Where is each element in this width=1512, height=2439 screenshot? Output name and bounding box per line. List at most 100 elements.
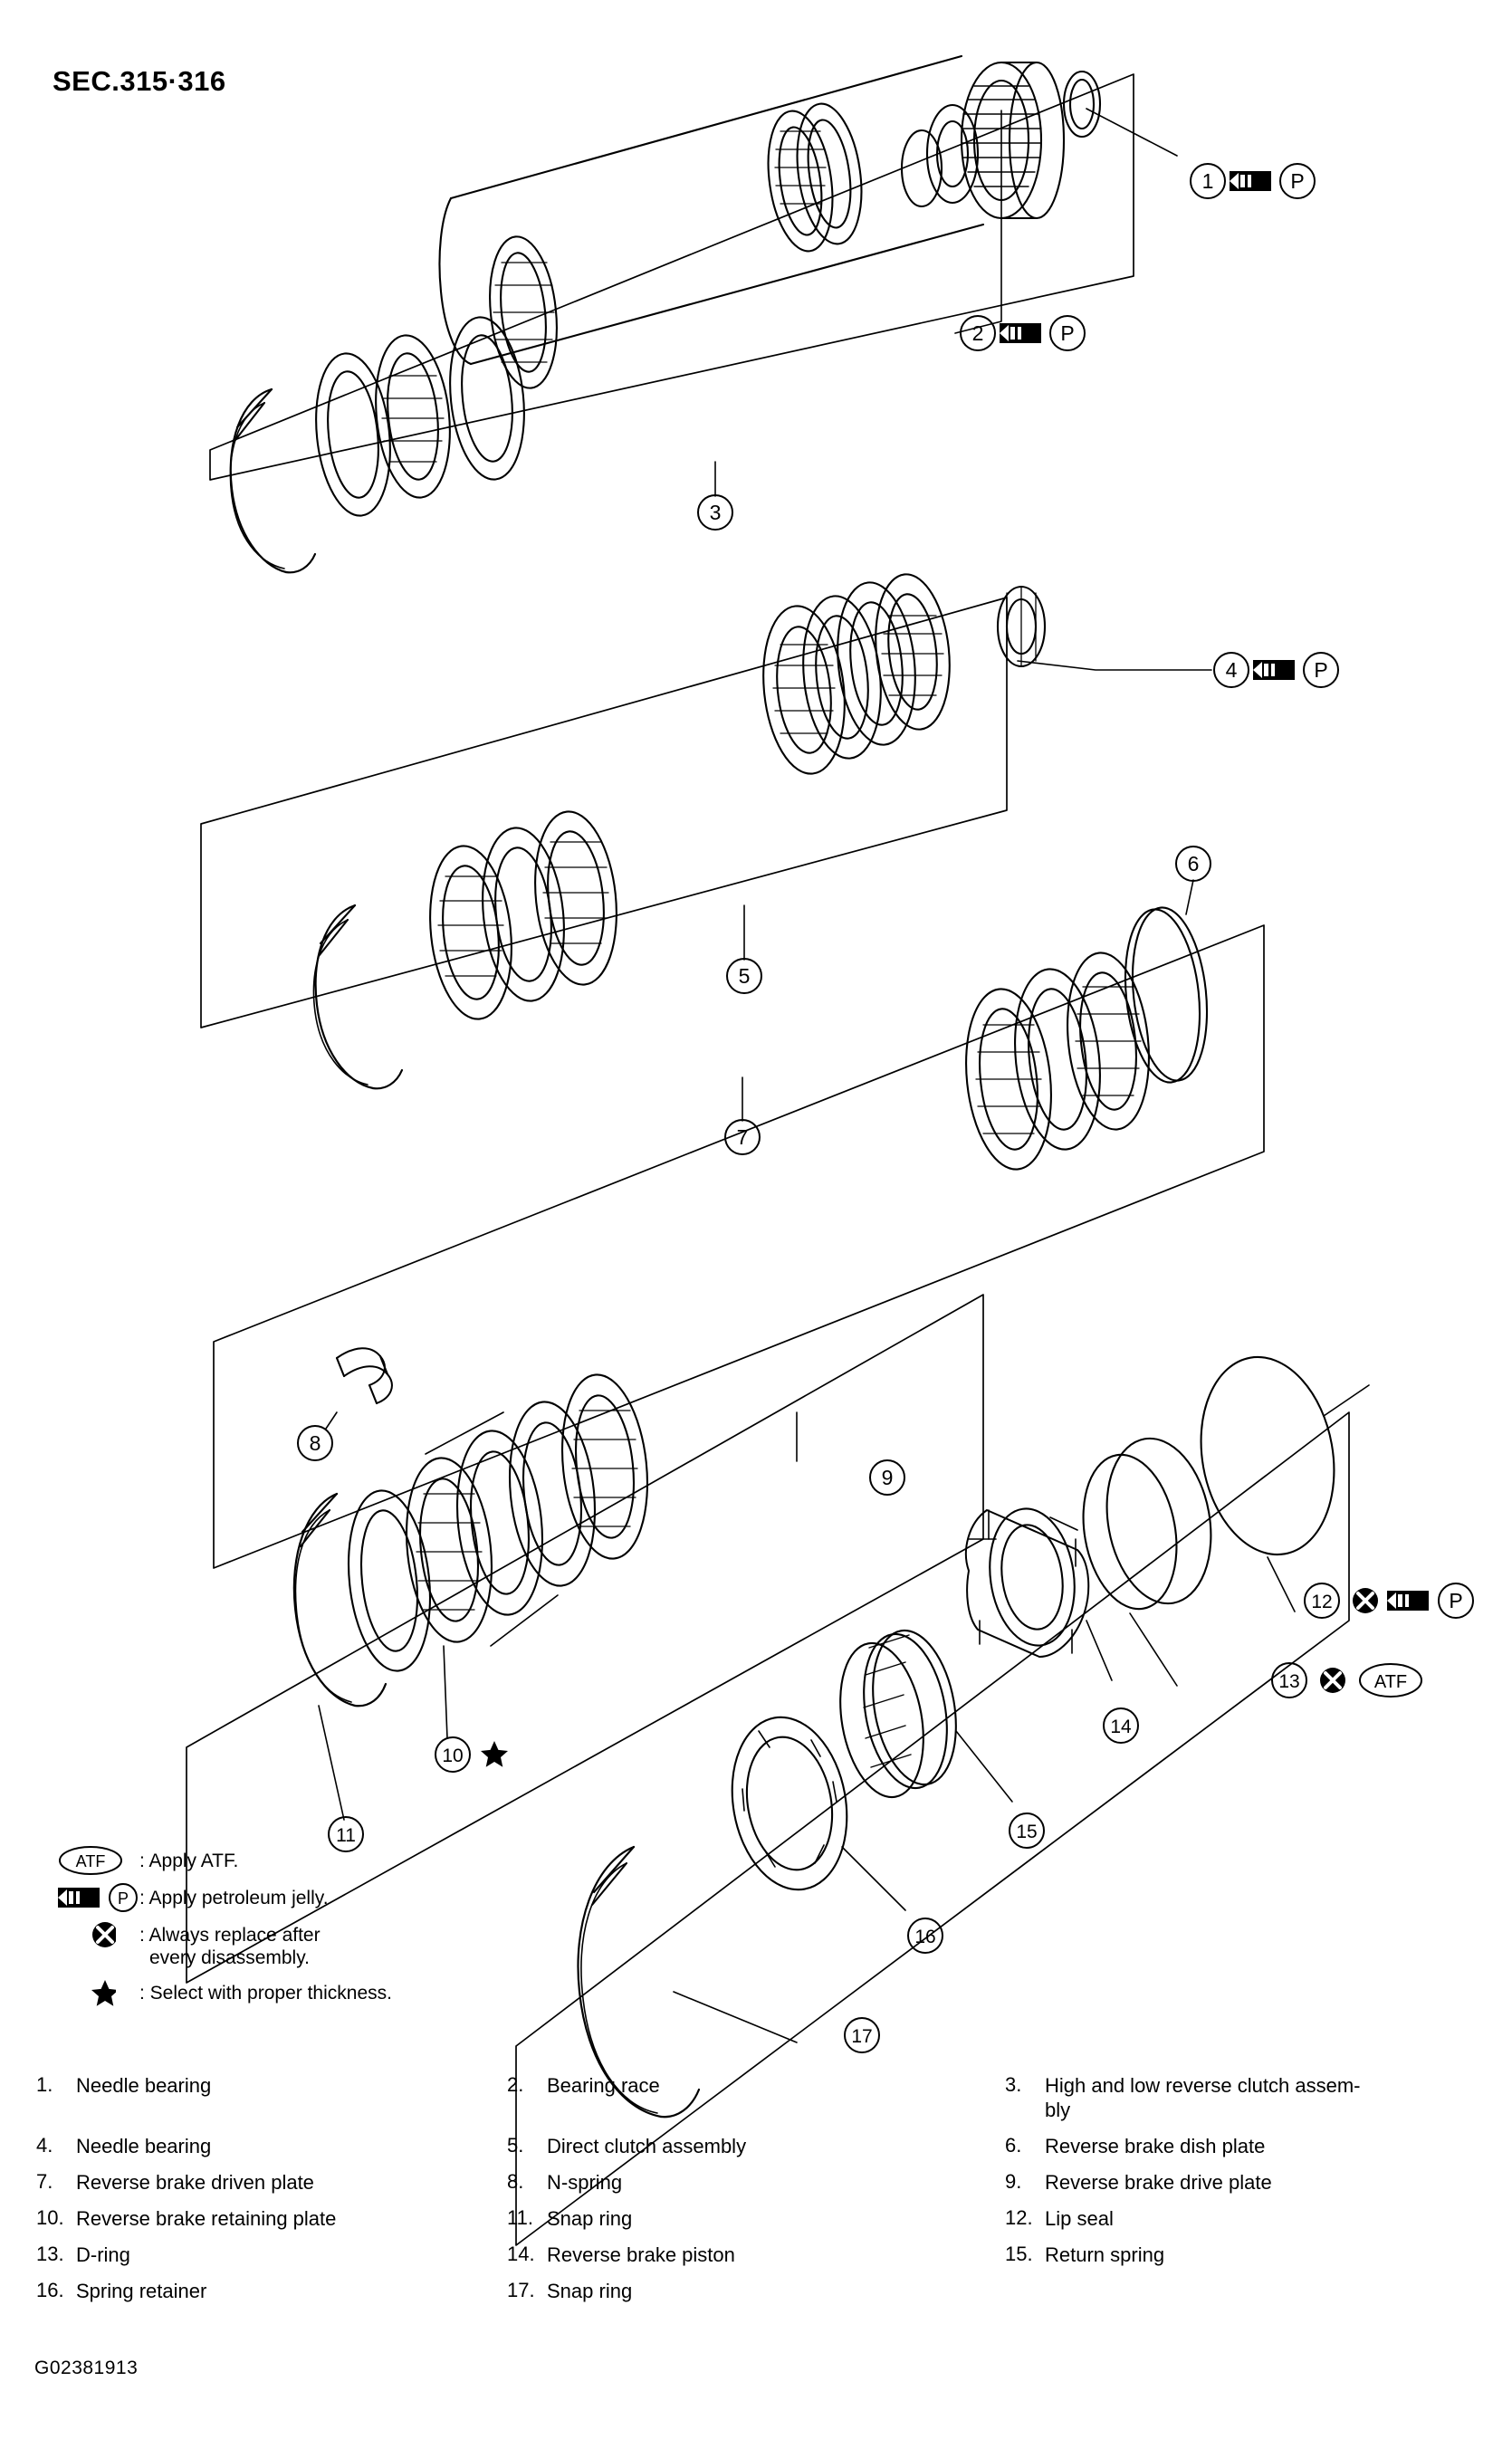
- part-number-5: 5.: [507, 2134, 524, 2157]
- part-number-1: 1.: [36, 2073, 53, 2096]
- parts-row-2: 4. Needle bearing 5. Direct clutch assem…: [36, 2134, 1485, 2170]
- p-symbol-12: P: [1449, 1589, 1462, 1612]
- callout-5-number: 5: [739, 964, 751, 988]
- legend-row-atf: ATF : Apply ATF.: [56, 1846, 563, 1875]
- part-item-14: 14. Reverse brake piston: [507, 2243, 1005, 2267]
- callout-2-number: 2: [972, 321, 984, 345]
- star-icon: [481, 1741, 508, 1767]
- callout-7-number: 7: [737, 1125, 749, 1149]
- part-item-8: 8. N-spring: [507, 2170, 1005, 2195]
- callout-9-number: 9: [882, 1466, 894, 1489]
- callout-3-number: 3: [710, 501, 722, 524]
- part-item-7: 7. Reverse brake driven plate: [36, 2170, 507, 2195]
- part-item-15: 15. Return spring: [1005, 2243, 1458, 2267]
- part-number-9: 9.: [1005, 2170, 1022, 2193]
- callout-4-number: 4: [1226, 658, 1238, 682]
- part-item-1: 1. Needle bearing: [36, 2073, 507, 2098]
- parts-row-3: 7. Reverse brake driven plate 8. N-sprin…: [36, 2170, 1485, 2206]
- legend-star-text: : Select with proper thickness.: [139, 1983, 392, 2004]
- callout-17-number: 17: [851, 2026, 872, 2047]
- part-label-7: Reverse brake driven plate: [76, 2171, 314, 2194]
- symbol-legend: ATF : Apply ATF. P : Apply petrole: [56, 1846, 563, 2016]
- figure-code: G02381913: [34, 2358, 139, 2378]
- part-number-17: 17.: [507, 2279, 535, 2301]
- part-number-4: 4.: [36, 2134, 53, 2157]
- petroleum-jelly-icon: [1230, 171, 1271, 191]
- legend-jelly-text: : Apply petroleum jelly.: [139, 1888, 329, 1908]
- parts-row-6: 16. Spring retainer 17. Snap ring: [36, 2279, 1485, 2315]
- p-symbol-1: P: [1290, 169, 1304, 193]
- callout-15-number: 15: [1016, 1822, 1037, 1842]
- parts-list: 1. Needle bearing 2. Bearing race 3. Hig…: [36, 2073, 1485, 2315]
- callout-1-number: 1: [1202, 169, 1214, 193]
- part-label-4: Needle bearing: [76, 2135, 212, 2157]
- section-title: SEC.315·316: [53, 65, 226, 97]
- petroleum-jelly-icon-12: [1387, 1591, 1429, 1611]
- legend-atf-text: : Apply ATF.: [139, 1851, 239, 1871]
- callout-11-number: 11: [336, 1825, 356, 1846]
- parts-row-5: 13. D-ring 14. Reverse brake piston 15. …: [36, 2243, 1485, 2279]
- legend-replace-line2: every disassembly.: [149, 1947, 311, 1968]
- callout-16-number: 16: [914, 1927, 935, 1947]
- part-label-2: Bearing race: [547, 2074, 660, 2097]
- part-number-7: 7.: [36, 2170, 53, 2193]
- part-number-15: 15.: [1005, 2243, 1033, 2265]
- legend-row-jelly: P : Apply petroleum jelly.: [56, 1883, 563, 1912]
- star-icon-legend: [56, 1979, 139, 2006]
- part-label-14: Reverse brake piston: [547, 2243, 735, 2266]
- svg-text:ATF: ATF: [76, 1852, 106, 1870]
- part-item-17: 17. Snap ring: [507, 2279, 1005, 2303]
- part-label-5: Direct clutch assembly: [547, 2135, 747, 2157]
- svg-text:P: P: [118, 1889, 129, 1908]
- part-label-17: Snap ring: [547, 2280, 633, 2302]
- part-number-3: 3.: [1005, 2073, 1022, 2096]
- part-number-11: 11.: [507, 2206, 533, 2229]
- atf-oval-icon: ATF: [56, 1846, 139, 1875]
- part-item-9: 9. Reverse brake drive plate: [1005, 2170, 1458, 2195]
- part-label-12: Lip seal: [1045, 2207, 1114, 2230]
- parts-row-1: 1. Needle bearing 2. Bearing race 3. Hig…: [36, 2073, 1485, 2134]
- part-label-13: D-ring: [76, 2243, 130, 2266]
- part-label-9: Reverse brake drive plate: [1045, 2171, 1272, 2194]
- parts-row-4: 10. Reverse brake retaining plate 11. Sn…: [36, 2206, 1485, 2243]
- legend-row-replace: : Always replace after every disassembly…: [56, 1921, 563, 1969]
- part-item-5: 5. Direct clutch assembly: [507, 2134, 1005, 2158]
- part-number-14: 14.: [507, 2243, 535, 2265]
- part-number-16: 16.: [36, 2279, 64, 2301]
- part-item-4: 4. Needle bearing: [36, 2134, 507, 2158]
- p-symbol-2: P: [1060, 321, 1074, 345]
- part-number-2: 2.: [507, 2073, 524, 2096]
- replace-x-circle-icon-legend: [56, 1921, 139, 1948]
- petroleum-jelly-icon-legend: P: [56, 1883, 139, 1912]
- part-item-3: 3. High and low reverse clutch assem- bl…: [1005, 2073, 1458, 2122]
- legend-replace-line1: : Always replace after: [139, 1925, 321, 1946]
- petroleum-jelly-icon-2: [1000, 323, 1041, 343]
- callout-8-number: 8: [310, 1431, 321, 1455]
- callout-14-number: 14: [1110, 1717, 1132, 1737]
- callout-10-number: 10: [442, 1746, 463, 1766]
- replace-icon-12: [1351, 1586, 1380, 1615]
- part-item-11: 11. Snap ring: [507, 2206, 1005, 2231]
- p-symbol-4: P: [1314, 658, 1327, 682]
- callout-13-number: 13: [1278, 1671, 1299, 1692]
- part-label-16: Spring retainer: [76, 2280, 207, 2302]
- callout-6-number: 6: [1188, 852, 1200, 875]
- part-label-8: N-spring: [547, 2171, 623, 2194]
- part-label-6: Reverse brake dish plate: [1045, 2135, 1266, 2157]
- part-number-6: 6.: [1005, 2134, 1022, 2157]
- part-item-6: 6. Reverse brake dish plate: [1005, 2134, 1458, 2158]
- part-label-3-line2: bly: [1045, 2099, 1071, 2121]
- part-item-2: 2. Bearing race: [507, 2073, 1005, 2098]
- petroleum-jelly-icon-4: [1253, 660, 1295, 680]
- atf-symbol-13: ATF: [1374, 1672, 1407, 1692]
- part-item-13: 13. D-ring: [36, 2243, 507, 2267]
- part-label-3-line1: High and low reverse clutch assem-: [1045, 2074, 1361, 2097]
- callout-12-number: 12: [1311, 1592, 1332, 1612]
- part-number-10: 10.: [36, 2206, 64, 2229]
- part-label-11: Snap ring: [547, 2207, 633, 2230]
- part-label-15: Return spring: [1045, 2243, 1165, 2266]
- part-item-10: 10. Reverse brake retaining plate: [36, 2206, 507, 2231]
- part-item-16: 16. Spring retainer: [36, 2279, 507, 2303]
